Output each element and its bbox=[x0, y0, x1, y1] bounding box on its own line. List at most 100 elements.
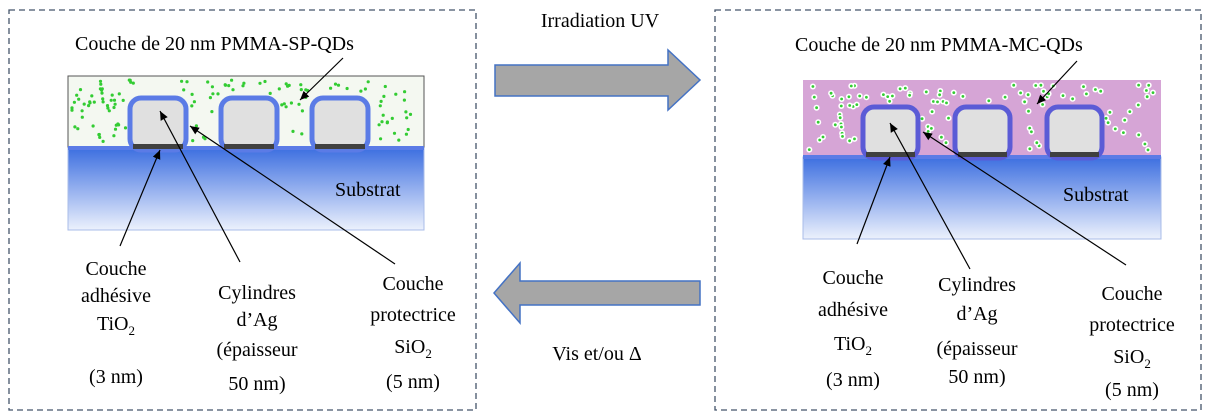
adhesive-strip bbox=[1050, 152, 1099, 157]
qd-dot bbox=[1121, 117, 1128, 124]
adhesive-strip bbox=[866, 152, 915, 157]
qd-dot bbox=[846, 102, 853, 109]
formula: TiO2 bbox=[97, 313, 135, 338]
qd-dot bbox=[838, 103, 845, 109]
qd-dot bbox=[1060, 92, 1066, 99]
qd-dot bbox=[336, 83, 341, 87]
qd-dot bbox=[206, 80, 210, 84]
qd-dot bbox=[828, 90, 835, 97]
qd-dot bbox=[929, 108, 936, 115]
qd-dot bbox=[190, 92, 194, 96]
left-protective-label: Couche protectrice SiO2 (5 nm) bbox=[370, 273, 456, 393]
qd-dot bbox=[359, 89, 363, 93]
qd-dot bbox=[72, 100, 76, 104]
qd-dot bbox=[223, 83, 228, 87]
right-qd-dots bbox=[806, 82, 1156, 153]
qd-dot bbox=[91, 124, 95, 128]
qd-dot bbox=[832, 121, 839, 128]
qd-dot bbox=[1039, 101, 1046, 108]
qd-dot bbox=[88, 100, 92, 104]
qd-dot bbox=[112, 134, 116, 138]
left-qd-dots bbox=[70, 78, 413, 143]
qd-dot bbox=[277, 87, 281, 91]
qd-dot bbox=[123, 126, 128, 130]
label-line: Couche bbox=[822, 267, 883, 289]
qd-dot bbox=[300, 109, 304, 113]
qd-dot bbox=[378, 104, 382, 108]
qd-dot bbox=[856, 93, 863, 99]
qd-dot bbox=[113, 102, 117, 106]
qd-dot bbox=[112, 98, 117, 102]
right-layer-title: Couche de 20 nm PMMA-MC-QDs bbox=[795, 34, 1083, 56]
qd-dot bbox=[185, 80, 189, 84]
label-line: (5 nm) bbox=[1105, 379, 1159, 401]
qd-dot bbox=[943, 139, 949, 146]
qd-dot bbox=[1002, 94, 1009, 101]
qd-dot bbox=[1143, 87, 1150, 94]
qd-dot bbox=[1145, 146, 1151, 153]
qd-dot bbox=[258, 81, 262, 85]
label-line: d’Ag bbox=[956, 303, 997, 325]
right-pillars bbox=[860, 104, 1105, 161]
right-protective-label: Couche protectrice SiO2 (5 nm) bbox=[1089, 283, 1175, 401]
qd-dot bbox=[838, 124, 845, 130]
qd-dot bbox=[379, 137, 383, 141]
adhesive-strip bbox=[958, 152, 1007, 157]
qd-dot bbox=[289, 101, 293, 105]
formula: SiO2 bbox=[1113, 346, 1151, 371]
qd-dot bbox=[1150, 89, 1156, 96]
left-adhesive-pointer bbox=[119, 149, 161, 247]
qd-dot bbox=[845, 93, 852, 100]
label-line: Couche bbox=[382, 273, 443, 295]
qd-dot bbox=[101, 100, 105, 104]
qd-dot bbox=[75, 93, 79, 97]
qd-dot bbox=[405, 116, 409, 120]
qd-dot bbox=[1141, 141, 1148, 147]
qd-dot bbox=[180, 79, 184, 83]
qd-dot bbox=[837, 114, 844, 121]
qd-dot bbox=[284, 105, 288, 109]
formula: TiO2 bbox=[834, 333, 872, 358]
adhesive-strip bbox=[224, 144, 274, 149]
arrow-bottom-label: Vis et/ou Δ bbox=[552, 343, 642, 365]
label-line: 50 nm) bbox=[948, 366, 1005, 388]
qd-dot bbox=[379, 99, 383, 103]
qd-dot bbox=[846, 137, 853, 144]
qd-dot bbox=[1097, 88, 1104, 95]
qd-dot bbox=[406, 127, 410, 132]
qd-dot bbox=[201, 135, 206, 139]
qd-dot bbox=[1126, 108, 1133, 115]
qd-dot bbox=[112, 105, 116, 110]
qd-dot bbox=[1032, 82, 1039, 89]
qd-dot bbox=[923, 88, 930, 95]
right-substrate-label: Substrat bbox=[1063, 184, 1129, 206]
qd-dot bbox=[838, 96, 845, 102]
label-line: d’Ag bbox=[236, 309, 277, 331]
left-panel-border bbox=[8, 9, 477, 411]
qd-dot bbox=[333, 82, 338, 86]
qd-dot bbox=[107, 109, 111, 113]
qd-dot bbox=[98, 79, 103, 83]
label-line: Cylindres bbox=[938, 274, 1016, 296]
qd-dot bbox=[848, 83, 855, 89]
qd-dot bbox=[110, 93, 114, 97]
formula: SiO2 bbox=[394, 336, 432, 361]
qd-dot bbox=[1017, 89, 1024, 96]
pillar bbox=[127, 95, 189, 153]
left-layer-title: Couche de 20 nm PMMA-SP-QDs bbox=[75, 33, 354, 55]
qd-dot bbox=[297, 102, 301, 106]
qd-dot bbox=[87, 104, 91, 108]
qd-dot bbox=[101, 139, 105, 143]
qd-dot bbox=[291, 129, 295, 133]
adhesive-strip bbox=[133, 144, 183, 149]
qd-dot bbox=[1092, 86, 1099, 93]
qd-dot bbox=[392, 131, 397, 135]
label-line: (épaisseur bbox=[216, 339, 297, 361]
qd-dot bbox=[959, 93, 966, 100]
qd-dot bbox=[936, 91, 943, 98]
label-line: adhésive bbox=[818, 299, 888, 321]
qd-dot bbox=[1135, 102, 1142, 108]
left-layer-pointer bbox=[299, 57, 344, 101]
qd-dot bbox=[938, 134, 945, 141]
